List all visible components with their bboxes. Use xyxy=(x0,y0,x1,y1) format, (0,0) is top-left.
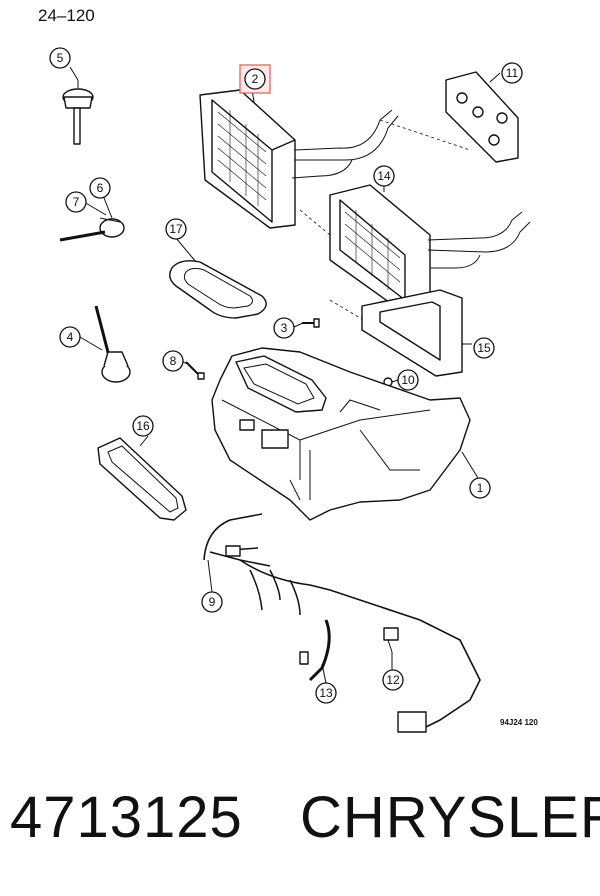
callout-15: 15 xyxy=(473,337,495,359)
svg-text:16: 16 xyxy=(136,419,150,433)
part-13-hose xyxy=(299,619,331,682)
page-reference: 24–120 xyxy=(38,6,95,25)
callout-12: 12 xyxy=(382,669,404,691)
part-14-evaporator xyxy=(329,184,531,311)
part-5-vacuum-actuator xyxy=(62,80,94,145)
callout-3: 3 xyxy=(273,317,295,339)
callout-14: 14 xyxy=(373,165,395,187)
callout-8: 8 xyxy=(162,350,184,372)
callout-6: 6 xyxy=(89,177,111,199)
svg-text:2: 2 xyxy=(252,72,259,86)
callout-17: 17 xyxy=(165,218,187,240)
svg-text:12: 12 xyxy=(386,673,400,687)
footer: 4713125 CHRYSLER xyxy=(0,784,600,864)
svg-text:17: 17 xyxy=(169,222,183,236)
part-8-screw xyxy=(185,361,205,380)
callout-5: 5 xyxy=(49,47,71,69)
callout-9: 9 xyxy=(201,591,223,613)
part-15-seal xyxy=(361,289,463,377)
part-12-connector xyxy=(383,627,399,653)
svg-text:1: 1 xyxy=(477,481,484,495)
part-16-gasket xyxy=(97,437,187,521)
callout-4: 4 xyxy=(59,326,81,348)
drawing-code: 94J24 120 xyxy=(500,718,538,727)
svg-text:4: 4 xyxy=(67,330,74,344)
part-4-actuator xyxy=(94,305,131,383)
svg-text:5: 5 xyxy=(57,51,64,65)
callout-7: 7 xyxy=(65,191,87,213)
svg-text:6: 6 xyxy=(97,181,104,195)
part-17-gasket xyxy=(169,260,267,319)
callout-1: 1 xyxy=(469,477,491,499)
svg-text:8: 8 xyxy=(170,354,177,368)
part-9-wiring-harness xyxy=(203,513,481,733)
callout-2: 2 xyxy=(244,68,266,90)
part-1-heater-housing xyxy=(211,347,471,521)
callout-11: 11 xyxy=(501,62,523,84)
part-3-screw xyxy=(302,318,320,328)
svg-text:15: 15 xyxy=(477,341,491,355)
svg-text:3: 3 xyxy=(281,321,288,335)
callout-16: 16 xyxy=(132,415,154,437)
callout-10: 10 xyxy=(397,369,419,391)
svg-text:7: 7 xyxy=(73,195,80,209)
svg-text:14: 14 xyxy=(377,169,391,183)
svg-text:9: 9 xyxy=(209,595,216,609)
part-6-7-actuator-rod xyxy=(59,217,125,242)
brand-name: CHRYSLER xyxy=(300,785,600,850)
svg-text:11: 11 xyxy=(506,66,519,80)
callout-13: 13 xyxy=(315,682,337,704)
svg-text:13: 13 xyxy=(319,686,333,700)
svg-text:10: 10 xyxy=(401,373,415,387)
part-number: 4713125 xyxy=(10,785,243,850)
part-11-seal-plate xyxy=(445,71,519,163)
